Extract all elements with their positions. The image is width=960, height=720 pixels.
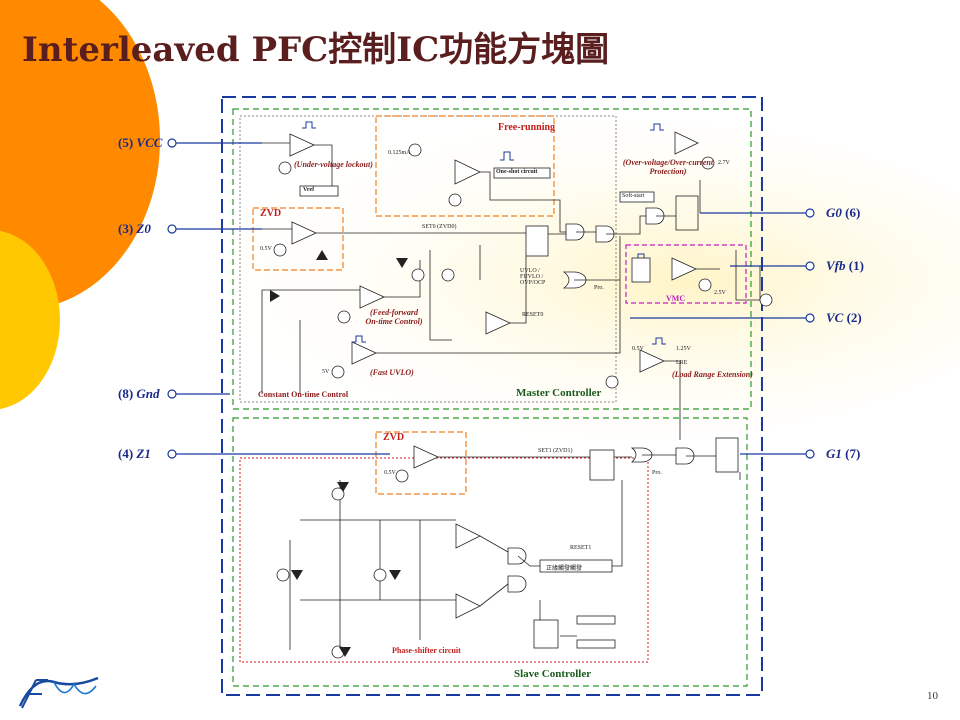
page-number: 10 <box>927 690 938 702</box>
soft-start-label: Soft-start <box>622 193 645 199</box>
slave-controller-label: Slave Controller <box>514 668 592 680</box>
free-running-label: Free-running <box>498 122 556 133</box>
pin-g0-num: (6) <box>845 205 861 220</box>
uvlo-annotation: (Under-voltage lockout) <box>294 160 373 169</box>
v125-label: 1.25V <box>676 346 691 352</box>
reset1-label: RESET1 <box>570 545 592 551</box>
prot-label-top: Pro. <box>594 285 604 291</box>
phase-latch-label: 正緣觸發觸發 <box>546 566 583 572</box>
pin-g1-name: G1 <box>826 446 842 461</box>
master-controller-label: Master Controller <box>516 387 602 399</box>
pin-z1: (4) Z1 <box>118 446 151 462</box>
pin-gnd: (8) Gnd <box>118 386 160 402</box>
pin-z1-name: Z1 <box>136 446 151 461</box>
ovp-ocp-annotation: (Over-voltage/Over-current Protection) <box>622 158 714 176</box>
ic-outline <box>221 96 763 696</box>
vmc-box <box>625 244 747 304</box>
pin-g1-num: (7) <box>845 446 861 461</box>
v-half-label-3: 0.5V <box>632 346 644 352</box>
lre-label: LRE <box>676 360 688 366</box>
pin-vcc: (5) VCC <box>118 135 162 151</box>
decor-yellow-circle <box>0 230 60 410</box>
one-shot-label: One-shot circuit <box>496 169 538 175</box>
free-running-box <box>375 115 555 217</box>
feed-forward-annotation: (Feed-forward On-time Control) <box>365 308 423 326</box>
zvd-top-label: ZVD <box>260 208 282 219</box>
zvd-bottom-label: ZVD <box>383 432 405 443</box>
decor-orange-circle <box>0 0 160 310</box>
pin-vc-num: (2) <box>846 310 862 325</box>
set1-label: SET1 (ZVD1) <box>538 448 573 454</box>
prot-label-bottom: Pro. <box>652 470 662 476</box>
v5-label: 5V <box>322 369 330 375</box>
zvd-top-box <box>252 207 344 271</box>
pin-vc-name: VC <box>826 310 844 325</box>
constant-on-time-box <box>239 115 617 403</box>
pin-vcc-name: VCC <box>136 135 163 150</box>
pin-vcc-num: (5) <box>118 135 134 150</box>
slide-title: Interleaved PFC控制IC功能方塊圖 <box>22 30 610 70</box>
pin-gnd-num: (8) <box>118 386 134 401</box>
pin-g0: G0 (6) <box>826 205 860 221</box>
current-source-label: 0.125mA <box>388 150 411 156</box>
v-half-label-2: 0.5V <box>384 470 396 476</box>
vref-label: Vref <box>303 187 315 193</box>
pin-vfb-name: Vfb <box>826 258 846 273</box>
phase-shifter-box <box>239 457 649 663</box>
vmc-label: VMC <box>666 294 686 303</box>
v-half-label-1: 0.5V <box>260 246 272 252</box>
v25-label: 2.5V <box>714 290 726 296</box>
pin-g0-name: G0 <box>826 205 842 220</box>
phase-shifter-label: Phase-shifter circuit <box>392 646 461 655</box>
constant-on-time-label: Constant On-time Control <box>258 390 349 399</box>
pin-z1-num: (4) <box>118 446 134 461</box>
set0-label: SET0 (ZVD0) <box>422 224 457 230</box>
pin-z0-num: (3) <box>118 221 134 236</box>
pin-g1: G1 (7) <box>826 446 860 462</box>
pin-vfb: Vfb (1) <box>826 258 864 274</box>
v27-label: 2.7V <box>718 160 730 166</box>
pin-gnd-name: Gnd <box>136 386 160 401</box>
pin-vc: VC (2) <box>826 310 862 326</box>
zvd-bottom-box <box>375 431 467 495</box>
load-range-annotation: (Load Range Extension) <box>672 370 753 379</box>
reset0-label: RESET0 <box>522 312 544 318</box>
pin-z0-name: Z0 <box>136 221 151 236</box>
fast-uvlo-annotation: (Fast UVLO) <box>370 368 414 377</box>
slave-controller-box <box>232 417 748 687</box>
pin-z0: (3) Z0 <box>118 221 151 237</box>
epare-logo <box>18 676 99 709</box>
master-controller-box <box>232 108 752 410</box>
pin-vfb-num: (1) <box>848 258 864 273</box>
uvlo-list-label: UVLO / FUVLO / OVP/OCP <box>520 268 546 286</box>
